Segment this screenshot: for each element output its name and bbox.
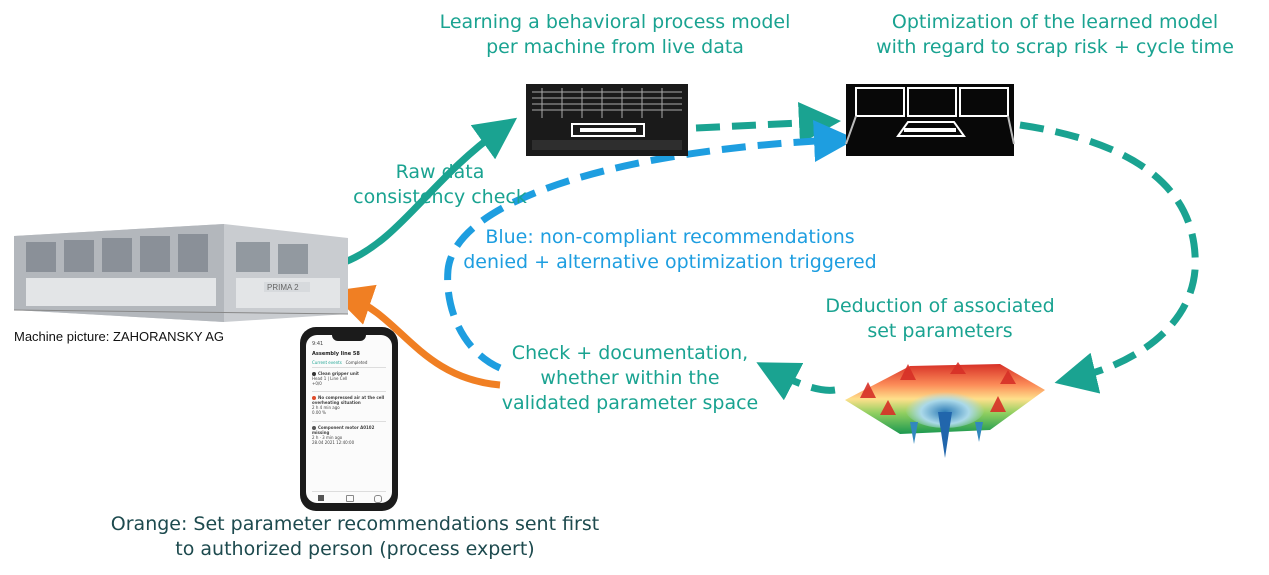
home-icon[interactable]	[318, 495, 324, 501]
raw-data-arrow	[343, 117, 518, 266]
raw-data-label: Raw data consistency check	[353, 161, 527, 208]
learning-to-optimization-arrow	[695, 102, 841, 144]
phone-divider	[312, 391, 386, 392]
machine-caption: Machine picture: ZAHORANSKY AG	[14, 329, 225, 344]
blue-feedback-arrow	[444, 120, 856, 372]
phone-title: Assembly line 58	[312, 351, 360, 357]
phone-tab-current[interactable]: Current events	[312, 360, 342, 365]
check-label: Check + documentation, whether within th…	[501, 342, 759, 414]
profile-icon[interactable]	[374, 495, 382, 503]
learning-label: Learning a behavioral process model per …	[439, 11, 791, 58]
phone-notch	[332, 334, 366, 341]
smartphone-app: 9:41 Assembly line 58 Current events Com…	[300, 327, 398, 511]
optimization-to-deduction-arrow	[1019, 121, 1199, 394]
phone-screen: 9:41 Assembly line 58 Current events Com…	[306, 335, 392, 503]
phone-divider	[312, 421, 386, 422]
phone-item-3[interactable]: Component motor A0102 missing 2 h · 3 mi…	[312, 425, 375, 445]
status-dot-icon	[312, 372, 316, 376]
deduction-to-check-arrow	[756, 362, 836, 401]
phone-item-1[interactable]: Clean gripper unit Head 1 | Line Cell +0…	[312, 371, 359, 386]
behavior-model-image	[522, 84, 692, 156]
orange-legend-label: Orange: Set parameter recommendations se…	[110, 513, 600, 560]
chat-icon[interactable]	[346, 495, 354, 502]
phone-item-2[interactable]: No compressed air at the cell overheatin…	[312, 395, 385, 415]
3d-surface-plot	[840, 360, 1050, 460]
deduction-label: Deduction of associated set parameters	[825, 295, 1055, 342]
orange-arrow	[330, 284, 501, 389]
machine-photo: PRIMA 2	[13, 218, 349, 326]
phone-time: 9:41	[312, 341, 324, 347]
phone-tabbar-divider	[312, 491, 386, 492]
status-dot-icon	[312, 426, 316, 430]
svg-text:PRIMA 2: PRIMA 2	[267, 283, 299, 292]
optimization-label: Optimization of the learned model with r…	[876, 11, 1234, 58]
phone-divider	[312, 367, 386, 368]
blue-legend-label: Blue: non-compliant recommendations deni…	[463, 226, 877, 273]
phone-tab-completed[interactable]: Completed	[345, 360, 368, 365]
optimized-model-image	[842, 84, 1018, 156]
phone-tabs: Current events Completed	[312, 360, 386, 365]
alert-dot-icon	[312, 396, 316, 400]
